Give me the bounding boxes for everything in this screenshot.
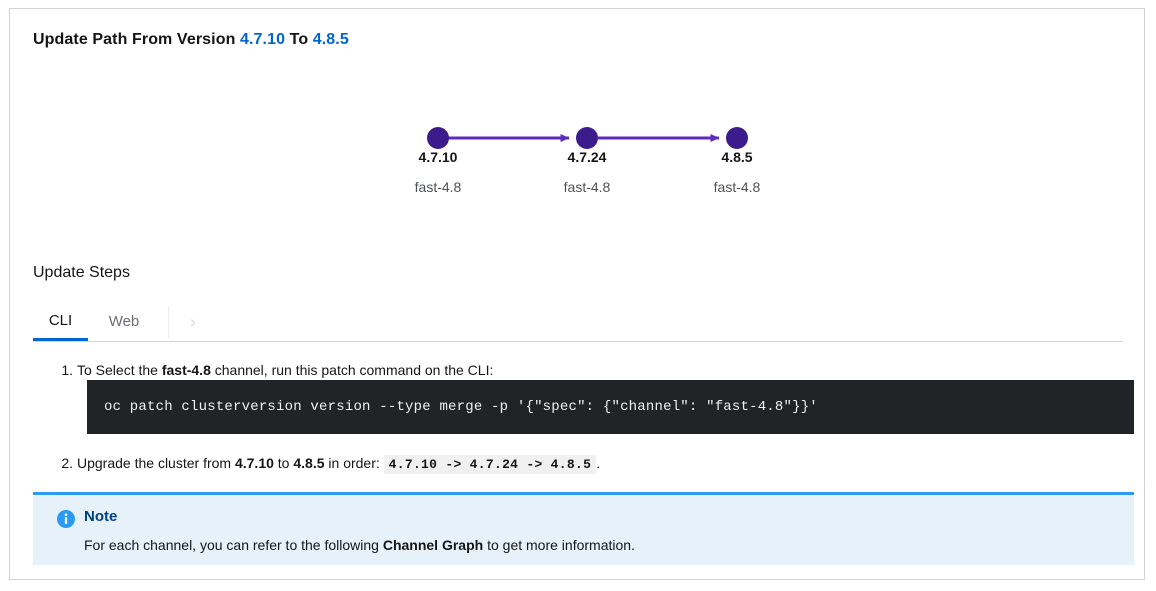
graph-node-1[interactable] <box>576 127 598 149</box>
tab-cli[interactable]: CLI <box>33 302 88 341</box>
cli-command-text: oc patch clusterversion version --type m… <box>104 399 818 415</box>
graph-node-version-1: 4.7.24 <box>567 149 607 165</box>
step-1-text-before: To Select the <box>77 362 162 378</box>
update-path-graph-svg <box>427 127 748 149</box>
graph-node-0[interactable] <box>427 127 449 149</box>
page-title-conjunction: To <box>289 31 309 48</box>
step-2-text-end: . <box>596 455 601 471</box>
step-1-channel: fast-4.8 <box>161 362 211 378</box>
update-path-card: Update Path From Version 4.7.10 To 4.8.5… <box>9 8 1145 580</box>
graph-node-label-2: 4.8.5 fast-4.8 <box>657 147 817 197</box>
from-version-link[interactable]: 4.7.10 <box>240 31 286 48</box>
tab-web[interactable]: Web <box>108 313 140 330</box>
graph-node-version-0: 4.7.10 <box>418 149 458 165</box>
step-2-from-version: 4.7.10 <box>234 455 274 471</box>
note-body-before: For each channel, you can refer to the f… <box>84 537 383 553</box>
step-2-number: 2. <box>61 455 73 471</box>
to-version-link[interactable]: 4.8.5 <box>312 31 349 48</box>
update-steps-heading: Update Steps <box>33 264 130 281</box>
step-1-text-after: channel, run this patch command on the C… <box>210 362 494 378</box>
tab-scroll-right-button[interactable]: › <box>169 302 217 341</box>
graph-node-channel-2: fast-4.8 <box>713 179 761 195</box>
step-2-text: Upgrade the cluster from 4.7.10 to 4.8.5… <box>77 453 600 475</box>
graph-node-label-1: 4.7.24 fast-4.8 <box>507 147 667 197</box>
step-2-to-version: 4.8.5 <box>293 455 325 471</box>
graph-node-version-2: 4.8.5 <box>721 149 753 165</box>
graph-node-channel-0: fast-4.8 <box>414 179 462 195</box>
step-2-text-after: in order: <box>324 455 384 471</box>
page-title-prefix: Update Path From Version <box>33 31 236 48</box>
note-alert-body: For each channel, you can refer to the f… <box>84 535 635 555</box>
cli-command-block[interactable]: oc patch clusterversion version --type m… <box>87 380 1134 434</box>
step-2-text-before: Upgrade the cluster from <box>77 455 235 471</box>
info-circle-icon <box>57 510 75 528</box>
note-body-after: to get more information. <box>483 537 635 553</box>
update-steps-tablist: CLI Web › <box>33 302 1123 342</box>
note-alert-title: Note <box>84 508 118 525</box>
step-2-text-middle: to <box>273 455 294 471</box>
step-2-order-code: 4.7.10 -> 4.7.24 -> 4.8.5 <box>383 455 597 474</box>
step-1-number: 1. <box>61 362 73 378</box>
note-alert: Note For each channel, you can refer to … <box>33 492 1134 565</box>
graph-node-channel-1: fast-4.8 <box>563 179 611 195</box>
tab-separator <box>168 306 169 338</box>
page-title: Update Path From Version 4.7.10 To 4.8.5 <box>33 31 349 49</box>
graph-node-2[interactable] <box>726 127 748 149</box>
update-path-graph: 4.7.10 fast-4.8 4.7.24 fast-4.8 4.8.5 fa… <box>33 99 1123 224</box>
chevron-right-icon: › <box>190 311 196 331</box>
step-1-text: To Select the fast-4.8 channel, run this… <box>77 360 493 380</box>
channel-graph-link[interactable]: Channel Graph <box>382 537 484 553</box>
graph-node-label-0: 4.7.10 fast-4.8 <box>358 147 518 197</box>
